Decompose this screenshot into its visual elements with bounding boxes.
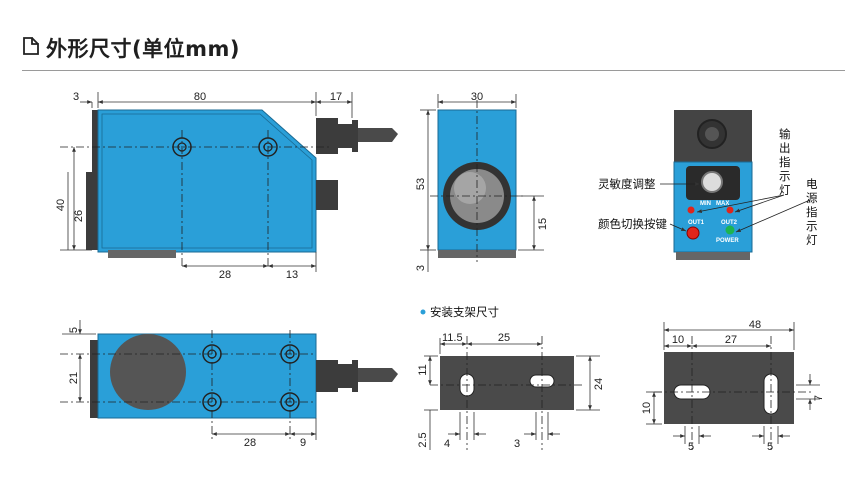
bottom-view: 5 21 28 9 [60,320,398,449]
dim-front-height: 53 [415,178,427,190]
side-view: 3 80 17 40 26 28 13 [55,91,398,281]
dim-b1-b: 25 [498,332,510,344]
led-out2: OUT2 [721,220,738,226]
dim-front-h2: 15 [537,218,549,230]
dim-b1-e: 2.5 [417,432,429,447]
knob-min: MIN [700,201,711,207]
dim-side-tail: 3 [73,91,79,103]
dim-b1-c: 11 [417,364,429,375]
dim-side-width: 80 [194,91,206,103]
label-sensitivity: 灵敏度调整 [598,177,656,191]
label-color-switch: 颜色切换按键 [598,217,667,231]
dim-b1-d: 24 [593,378,605,390]
dim-b2-c: 27 [725,334,737,346]
bracket-title: 安装支架尺寸 [430,305,499,319]
dim-side-a: 28 [219,269,231,281]
led-out1: OUT1 [688,220,705,226]
dim-side-height2: 26 [73,210,85,222]
dim-bottom-d: 9 [300,437,306,449]
label-power-led: 电源指示灯 [806,177,818,247]
dim-side-cable: 17 [330,91,342,103]
dim-front-width: 30 [471,91,483,103]
label-output-led: 输出指示灯 [779,127,791,197]
dim-b1-f: 4 [444,438,450,450]
dim-front-h3: 3 [415,265,427,271]
document-icon [23,37,39,55]
led-power: POWER [716,238,739,244]
dim-b2-a: 48 [749,319,761,331]
dim-b2-f: 5 [688,441,694,453]
control-panel-view: MIN MAX OUT1 OUT2 POWER 灵敏度调整 颜色切换按键 输出指… [598,110,818,260]
dim-side-height: 40 [55,199,67,211]
page-title: 外形尺寸(单位mm) [46,37,240,61]
dim-bottom-c: 28 [244,437,256,449]
dim-side-b: 13 [286,269,298,281]
bracket-view-1: 安装支架尺寸 11.5 25 11 24 2.5 4 3 [417,305,605,450]
dim-b2-g: 5 [767,441,773,453]
dim-b1-a: 11.5 [442,332,463,344]
dim-bottom-a: 5 [68,327,80,333]
section-header: 外形尺寸(单位mm) [0,0,845,72]
bracket-view-2: 48 10 27 10 7 5 5 [641,319,825,453]
dim-b1-g: 3 [514,438,520,450]
front-view: 30 53 3 15 [415,91,549,272]
dim-bottom-b: 21 [68,372,80,384]
header-divider [22,70,845,71]
knob-max: MAX [716,201,729,207]
dim-b2-d: 10 [641,402,653,414]
dim-b2-b: 10 [672,334,684,346]
dim-b2-e: 7 [813,395,825,401]
